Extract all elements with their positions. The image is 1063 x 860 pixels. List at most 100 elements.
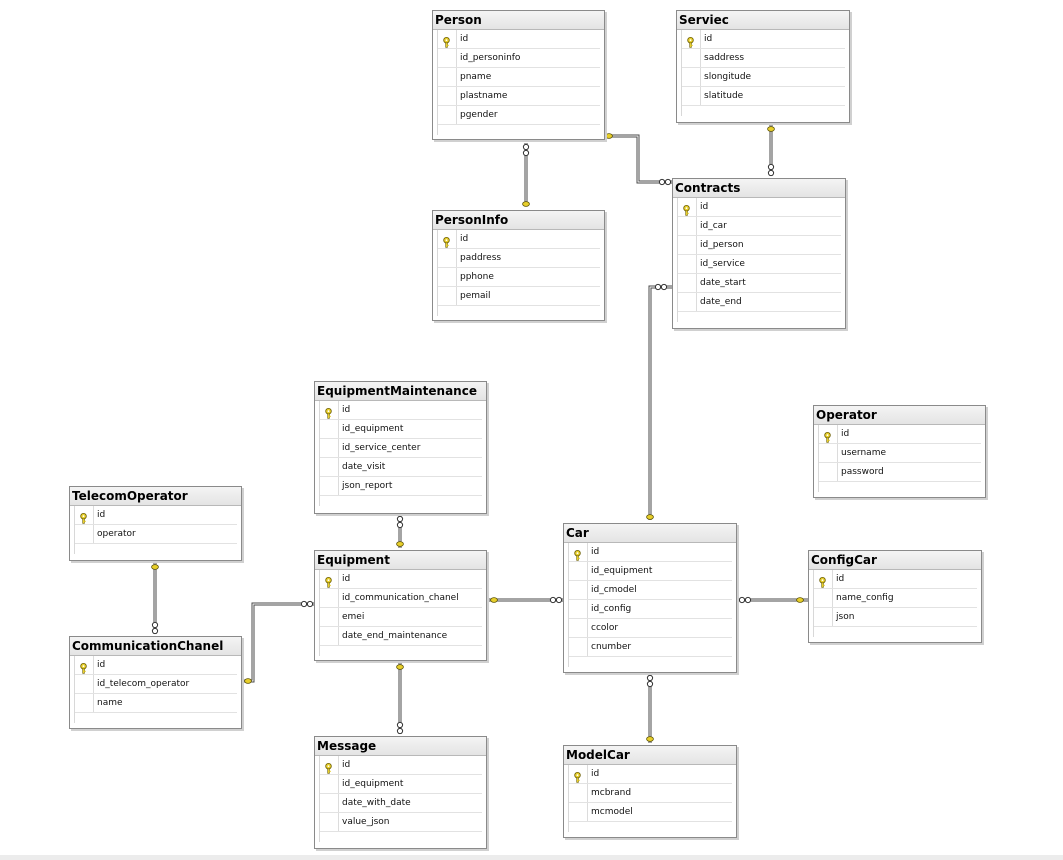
table-title[interactable]: Contracts [673, 179, 845, 198]
key-end-icon [244, 678, 252, 684]
table-title[interactable]: ConfigCar [809, 551, 981, 570]
table-communicationchanel[interactable]: CommunicationChanel id id_telecom_operator… [69, 636, 242, 729]
column-row[interactable]: emei [320, 608, 482, 627]
key-cell [320, 401, 339, 419]
column-row[interactable]: slongitude [682, 68, 845, 87]
column-row[interactable]: id [438, 230, 600, 249]
column-row[interactable]: value_json [320, 813, 482, 832]
column-row[interactable]: plastname [438, 87, 600, 106]
key-end-icon [646, 736, 654, 742]
column-row[interactable]: name_config [814, 589, 977, 608]
column-row[interactable]: date_start [678, 274, 841, 293]
column-row[interactable]: id_car [678, 217, 841, 236]
many-end-icon [658, 178, 666, 186]
table-title[interactable]: Car [564, 524, 736, 543]
column-row[interactable]: pemail [438, 287, 600, 306]
column-row[interactable]: id [819, 425, 981, 444]
column-row[interactable]: id [569, 765, 732, 784]
table-title[interactable]: EquipmentMaintenance [315, 382, 486, 401]
column-row[interactable]: mcmodel [569, 803, 732, 822]
key-icon [818, 573, 827, 592]
column-row[interactable]: id [438, 30, 600, 49]
column-row[interactable]: mcbrand [569, 784, 732, 803]
column-row[interactable]: id_config [569, 600, 732, 619]
column-name: name [97, 698, 123, 708]
column-row[interactable]: password [819, 463, 981, 482]
column-row[interactable]: date_visit [320, 458, 482, 477]
key-cell [438, 230, 457, 248]
column-row[interactable]: id [569, 543, 732, 562]
column-row[interactable]: date_with_date [320, 794, 482, 813]
key-cell [569, 638, 588, 656]
table-title[interactable]: TelecomOperator [70, 487, 241, 506]
key-cell [569, 619, 588, 637]
column-name: json_report [342, 481, 393, 491]
table-title[interactable]: CommunicationChanel [70, 637, 241, 656]
column-row[interactable]: id_equipment [569, 562, 732, 581]
column-row[interactable]: id_service_center [320, 439, 482, 458]
column-row[interactable]: paddress [438, 249, 600, 268]
table-title[interactable]: Serviec [677, 11, 849, 30]
column-name: id [836, 574, 845, 584]
column-name: slatitude [704, 91, 744, 101]
column-row[interactable]: id [320, 570, 482, 589]
column-name: id [342, 760, 351, 770]
column-row[interactable]: date_end [678, 293, 841, 312]
table-title[interactable]: ModelCar [564, 746, 736, 765]
column-row[interactable]: id_equipment [320, 775, 482, 794]
table-title[interactable]: Operator [814, 406, 985, 425]
table-title[interactable]: Message [315, 737, 486, 756]
column-row[interactable]: id_service [678, 255, 841, 274]
many-end-icon [767, 163, 775, 171]
column-row[interactable]: id_equipment [320, 420, 482, 439]
column-row[interactable]: id [814, 570, 977, 589]
column-row[interactable]: id [682, 30, 845, 49]
column-row[interactable]: pname [438, 68, 600, 87]
column-row[interactable]: id_cmodel [569, 581, 732, 600]
column-row[interactable]: slatitude [682, 87, 845, 106]
column-row[interactable]: id [320, 756, 482, 775]
column-row[interactable]: id_communication_chanel [320, 589, 482, 608]
column-row[interactable]: id [75, 656, 237, 675]
column-row[interactable]: saddress [682, 49, 845, 68]
column-row[interactable]: json_report [320, 477, 482, 496]
key-cell [569, 581, 588, 599]
column-name: id [97, 660, 106, 670]
table-title[interactable]: PersonInfo [433, 211, 604, 230]
column-row[interactable]: id [320, 401, 482, 420]
key-end-icon [396, 664, 404, 670]
column-row[interactable]: operator [75, 525, 237, 544]
column-row[interactable]: date_end_maintenance [320, 627, 482, 646]
column-row[interactable]: id_personinfo [438, 49, 600, 68]
table-title[interactable]: Person [433, 11, 604, 30]
column-row[interactable]: ccolor [569, 619, 732, 638]
rel-person-contracts-inner [606, 135, 672, 183]
key-cell [678, 293, 697, 311]
column-name: date_start [700, 278, 746, 288]
column-row[interactable]: id [75, 506, 237, 525]
column-row[interactable]: id_person [678, 236, 841, 255]
column-row[interactable]: pphone [438, 268, 600, 287]
column-row[interactable]: pgender [438, 106, 600, 125]
table-title[interactable]: Equipment [315, 551, 486, 570]
key-cell [569, 765, 588, 783]
column-row[interactable]: cnumber [569, 638, 732, 657]
column-row[interactable]: json [814, 608, 977, 627]
column-row[interactable]: id_telecom_operator [75, 675, 237, 694]
column-row[interactable]: name [75, 694, 237, 713]
column-row[interactable]: username [819, 444, 981, 463]
column-row[interactable]: id [678, 198, 841, 217]
